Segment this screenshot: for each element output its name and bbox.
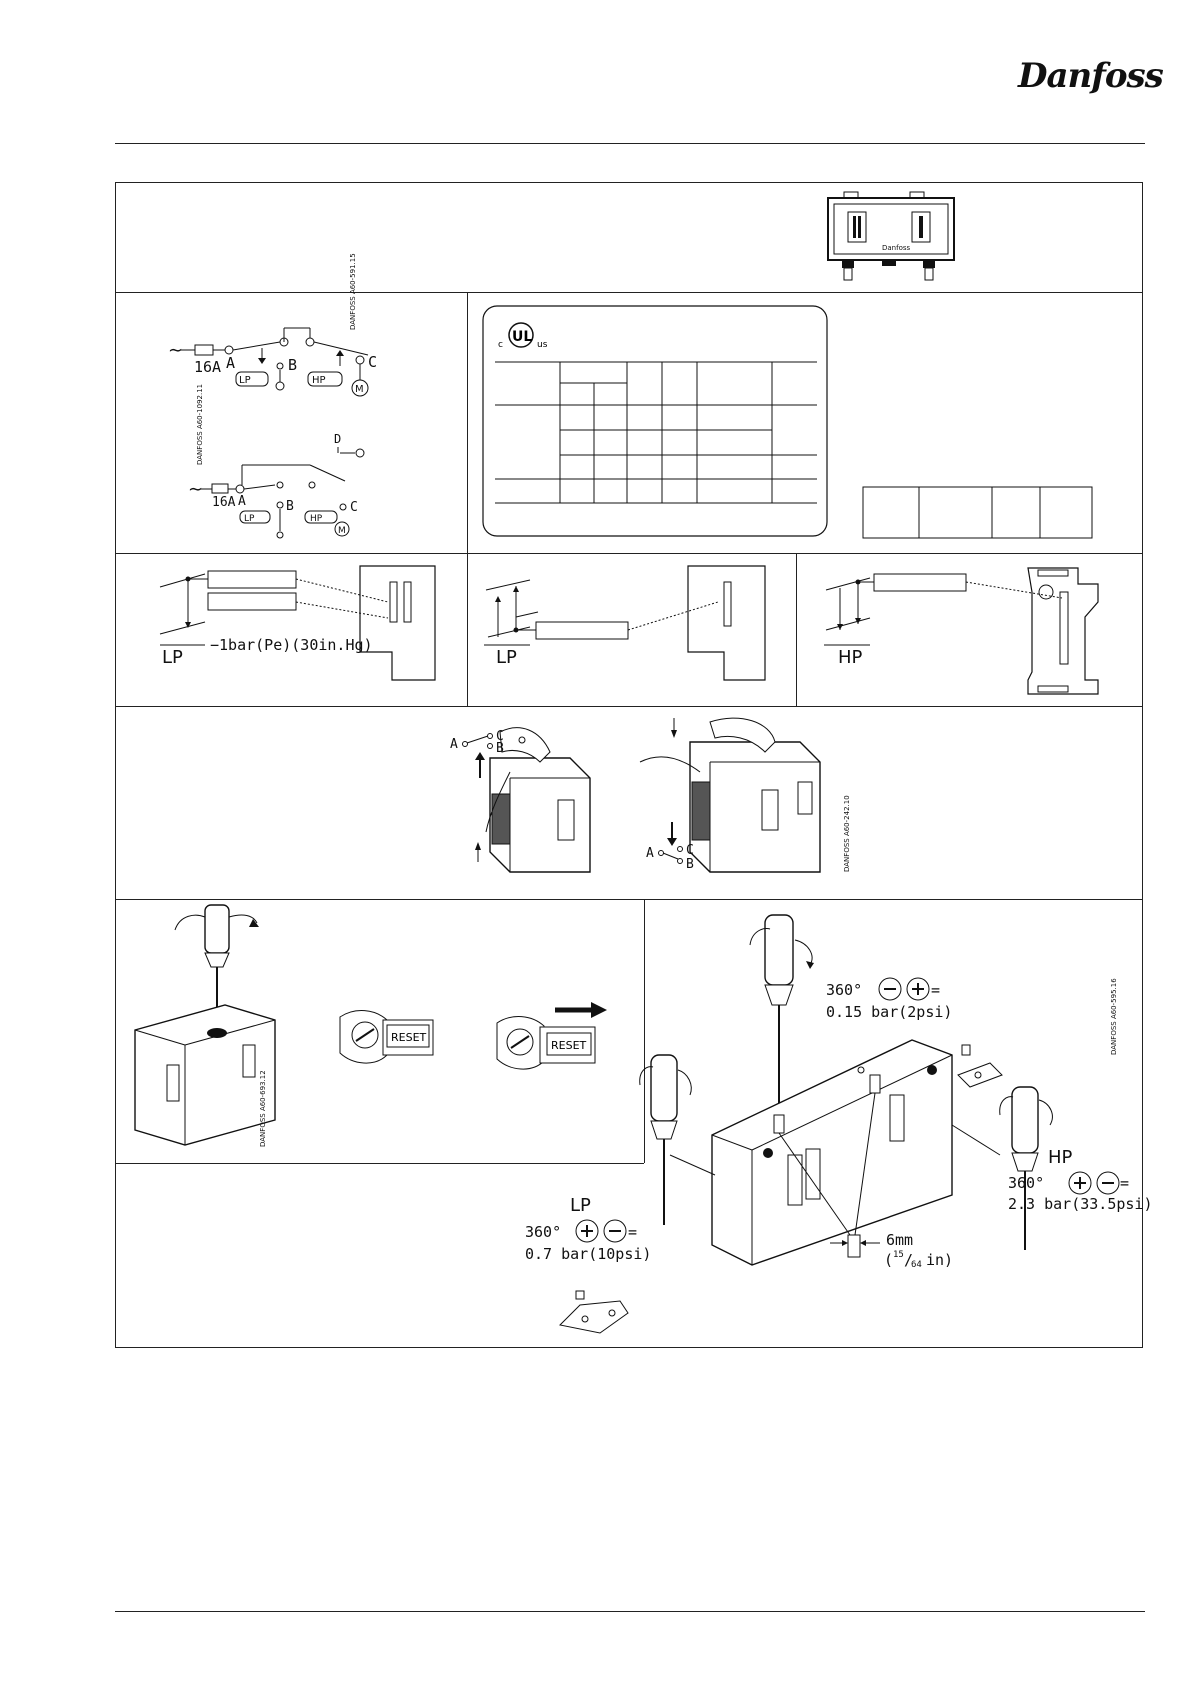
svg-text:B: B [496, 741, 504, 756]
svg-text:C: C [686, 843, 694, 858]
adjustment-illustration: 360° = 0.15 bar(2psi) DANFOSS A60-595.16… [525, 914, 1153, 1334]
col-divider-wiring [467, 292, 468, 553]
col-divider-reset [644, 899, 645, 1163]
svg-text:∼: ∼ [188, 479, 203, 500]
danfoss-logo: Danfoss [1018, 56, 1164, 96]
svg-text:c: c [498, 340, 503, 350]
svg-text:=: = [931, 981, 940, 999]
small-table [862, 486, 1093, 539]
svg-text:HP: HP [838, 647, 863, 668]
svg-text:0.7 bar(10psi): 0.7 bar(10psi) [525, 1245, 651, 1263]
svg-text:DANFOSS A60-242.10: DANFOSS A60-242.10 [843, 795, 851, 872]
wiring-diagram-2: DANFOSS A60-1092.11 ∼ 16A A B LP HP C M … [188, 384, 365, 539]
setting-diagram-lp-differential: LP −1bar(Pe)(30in.Hg) [159, 565, 436, 681]
svg-text:15: 15 [893, 1250, 904, 1260]
svg-text:us: us [537, 340, 548, 350]
instruction-frame [115, 182, 1143, 1348]
svg-text:B: B [686, 857, 694, 872]
svg-text:=: = [628, 1223, 637, 1241]
svg-text:DANFOSS A60-693.12: DANFOSS A60-693.12 [259, 1070, 267, 1147]
svg-text:6mm: 6mm [886, 1231, 913, 1249]
svg-text:B: B [286, 499, 294, 514]
col-divider-set-2 [796, 553, 797, 706]
svg-text:C: C [368, 353, 377, 371]
svg-text:DANFOSS A60-1092.11: DANFOSS A60-1092.11 [196, 384, 204, 465]
svg-text:2.3 bar(33.5psi): 2.3 bar(33.5psi) [1008, 1195, 1153, 1213]
svg-text:/: / [904, 1251, 913, 1269]
svg-text:=: = [1120, 1174, 1129, 1192]
svg-text:HP: HP [312, 375, 326, 386]
row-divider-4 [115, 899, 1143, 900]
svg-text:DANFOSS A60-595.16: DANFOSS A60-595.16 [1110, 978, 1118, 1055]
setting-diagram-hp: HP [824, 567, 1099, 695]
svg-text:360°: 360° [525, 1223, 561, 1241]
svg-text:A: A [450, 737, 458, 752]
svg-text:M: M [355, 384, 364, 395]
footer-rule [115, 1611, 1145, 1612]
col-divider-set-1 [467, 553, 468, 706]
svg-text:LP: LP [239, 375, 251, 386]
svg-text:LP: LP [570, 1195, 591, 1216]
svg-text:HP: HP [310, 514, 323, 524]
svg-text:360°: 360° [826, 981, 862, 999]
svg-text:HP: HP [1048, 1147, 1073, 1168]
svg-text:RESET: RESET [551, 1039, 587, 1052]
svg-text:UL: UL [512, 329, 532, 345]
svg-text:in): in) [926, 1251, 953, 1269]
wiring-diagram-1: ∼ 16A A B LP HP C M DANFOSS A60-591.15 [168, 253, 377, 397]
svg-text:Danfoss: Danfoss [882, 244, 911, 252]
svg-text:∼: ∼ [168, 340, 183, 361]
svg-text:0.15 bar(2psi): 0.15 bar(2psi) [826, 1003, 952, 1021]
svg-text:LP: LP [496, 647, 517, 668]
manual-test-illustration: A C B A C B DANFOSS A60-242.10 [450, 717, 851, 873]
svg-text:D: D [334, 432, 341, 446]
row-divider-3 [115, 706, 1143, 707]
setting-diagram-lp-range: LP [484, 565, 766, 681]
row-divider-1 [115, 292, 1143, 293]
svg-text:64: 64 [911, 1260, 922, 1270]
product-illustration: Danfoss [827, 191, 955, 281]
row-divider-2 [115, 553, 1143, 554]
svg-text:A: A [226, 354, 235, 372]
svg-text:16A: 16A [212, 495, 236, 510]
svg-text:RESET: RESET [391, 1031, 427, 1044]
reset-illustration: DANFOSS A60-693.12 RESET RESET [134, 904, 607, 1147]
svg-text:M: M [338, 526, 346, 536]
svg-text:B: B [288, 356, 297, 374]
svg-text:C: C [496, 729, 504, 744]
svg-text:C: C [350, 500, 358, 515]
svg-text:360°: 360° [1008, 1174, 1044, 1192]
svg-text:(: ( [884, 1251, 893, 1269]
svg-text:LP: LP [162, 647, 183, 668]
svg-text:A: A [238, 494, 246, 509]
svg-text:A: A [646, 846, 654, 861]
svg-text:LP: LP [244, 514, 255, 524]
header-rule [115, 143, 1145, 144]
svg-text:16A: 16A [194, 358, 221, 376]
svg-text:−1bar(Pe)(30in.Hg): −1bar(Pe)(30in.Hg) [210, 636, 373, 654]
svg-text:DANFOSS A60-591.15: DANFOSS A60-591.15 [349, 253, 357, 330]
row-divider-5 [115, 1163, 644, 1164]
ul-rating-panel: UL c us [482, 305, 828, 537]
